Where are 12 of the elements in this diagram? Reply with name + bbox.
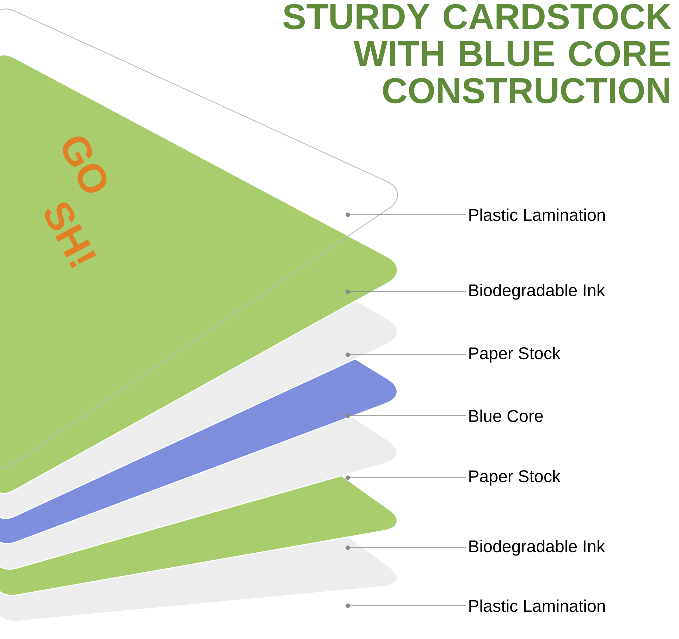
card-text: SH! — [45, 202, 96, 268]
layer-label: Plastic Lamination — [470, 600, 606, 612]
layer-label: Paper Stock — [470, 347, 561, 363]
title: STURDY CARDSTOCK WITH BLUE CORE CONSTRUCTION — [284, 4, 672, 104]
leader-line — [350, 214, 466, 216]
layer-label: Biodegradable Ink — [470, 540, 606, 556]
card-text: GO — [63, 136, 107, 193]
leader-line — [350, 354, 466, 356]
layer-label: Paper Stock — [470, 470, 561, 486]
layer-label: Biodegradable Ink — [470, 284, 606, 300]
layer-label: Blue Core — [470, 410, 544, 422]
layer-label: Plastic Lamination — [470, 208, 606, 222]
